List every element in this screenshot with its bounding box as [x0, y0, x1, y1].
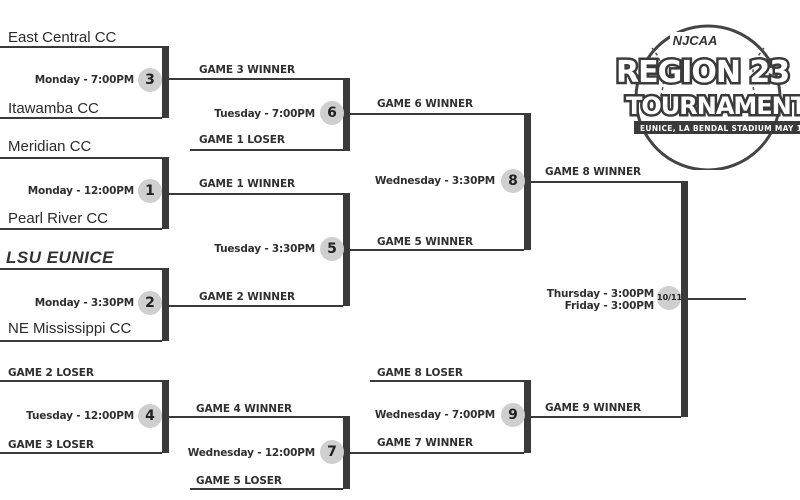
game-5-bar [343, 193, 350, 306]
game-7-bar [343, 416, 350, 489]
game-4-bar [162, 380, 169, 453]
game-3-bar [162, 46, 169, 118]
logo-subtitle: EUNICE, LA BENDAL STADIUM MAY 15-19, 202… [640, 124, 800, 133]
team-line [0, 117, 162, 119]
team-meridian: Meridian CC [8, 138, 92, 155]
logo-org: NJCAA [673, 33, 718, 48]
slot-game3-winner: GAME 3 WINNER [199, 64, 296, 76]
slot-game1-loser: GAME 1 LOSER [199, 134, 285, 146]
slot-line [350, 249, 524, 251]
game-8-time: Wednesday - 3:30PM [374, 175, 495, 187]
team-ne-mississippi: NE Mississippi CC [8, 320, 132, 337]
team-east-central: East Central CC [8, 29, 117, 46]
slot-line [169, 193, 343, 195]
logo-line2: TOURNAMENT [626, 92, 800, 120]
team-line [0, 340, 162, 342]
game-6-number: 6 [320, 101, 344, 125]
game-1-bar [162, 157, 169, 229]
game-1-number: 1 [138, 179, 162, 203]
game-2-bar [162, 268, 169, 341]
game-3-number: 3 [138, 68, 162, 92]
slot-game9-winner: GAME 9 WINNER [545, 402, 642, 414]
game-3-time: Monday - 7:00PM [34, 74, 134, 86]
team-line [0, 157, 162, 159]
slot-game2-winner: GAME 2 WINNER [199, 291, 296, 303]
game-5-number: 5 [320, 237, 344, 261]
slot-game5-winner: GAME 5 WINNER [377, 236, 474, 248]
team-pearl-river: Pearl River CC [8, 210, 109, 227]
slot-line [531, 181, 681, 183]
team-line [0, 228, 162, 230]
slot-line [190, 149, 343, 151]
slot-line [0, 452, 162, 454]
slot-line [370, 380, 524, 382]
championship-times: Thursday - 3:00PM Friday - 3:00PM [547, 288, 654, 312]
championship-number: 10/11 [657, 286, 682, 310]
logo-line1: REGION 23 [616, 55, 789, 90]
game-8-bar [524, 113, 531, 250]
game-5-time: Tuesday - 3:30PM [214, 243, 315, 255]
slot-line [350, 113, 524, 115]
game-4-time: Tuesday - 12:00PM [26, 410, 134, 422]
championship-bar [681, 181, 688, 417]
slot-game7-winner: GAME 7 WINNER [377, 437, 474, 449]
slot-line [531, 416, 681, 418]
game-6-time: Tuesday - 7:00PM [214, 108, 315, 120]
slot-game4-winner: GAME 4 WINNER [196, 403, 293, 415]
slot-line [350, 452, 524, 454]
logo-ribbon [634, 121, 800, 134]
game-9-time: Wednesday - 7:00PM [374, 409, 495, 421]
slot-game8-loser: GAME 8 LOSER [377, 367, 463, 379]
team-line [0, 268, 162, 270]
team-itawamba: Itawamba CC [8, 100, 99, 117]
game-7-number: 7 [320, 440, 344, 464]
region-23-tournament-logo: NJCAA REGION 23 TOURNAMENT EUNICE, LA BE… [614, 24, 800, 170]
baseball-seam-icon [651, 47, 665, 99]
game-9-bar [524, 380, 531, 453]
game-1-time: Monday - 12:00PM [27, 185, 134, 197]
championship-time-2: Friday - 3:00PM [564, 300, 655, 312]
baseball-seam-icon [751, 47, 765, 99]
slot-game8-winner: GAME 8 WINNER [545, 166, 642, 178]
slot-line [169, 416, 343, 418]
org-badge [670, 32, 720, 48]
slot-game6-winner: GAME 6 WINNER [377, 98, 474, 110]
team-lsu-eunice-logo: LSU EUNICE [6, 248, 114, 267]
team-line [0, 46, 162, 48]
slot-line [169, 305, 343, 307]
game-2-number: 2 [138, 291, 162, 315]
slot-game1-winner: GAME 1 WINNER [199, 178, 296, 190]
slot-game2-loser: GAME 2 LOSER [8, 367, 94, 379]
game-8-number: 8 [501, 169, 525, 193]
game-6-bar [343, 78, 350, 151]
game-9-number: 9 [501, 403, 525, 427]
slot-game3-loser: GAME 3 LOSER [8, 439, 94, 451]
game-4-number: 4 [138, 404, 162, 428]
champion-line [688, 298, 746, 300]
slot-line [169, 78, 343, 80]
championship-time-1: Thursday - 3:00PM [546, 288, 654, 300]
game-2-time: Monday - 3:30PM [34, 297, 134, 309]
game-7-time: Wednesday - 12:00PM [187, 447, 315, 459]
slot-line [190, 488, 343, 490]
slot-line [0, 380, 162, 382]
slot-game5-loser: GAME 5 LOSER [196, 475, 282, 487]
